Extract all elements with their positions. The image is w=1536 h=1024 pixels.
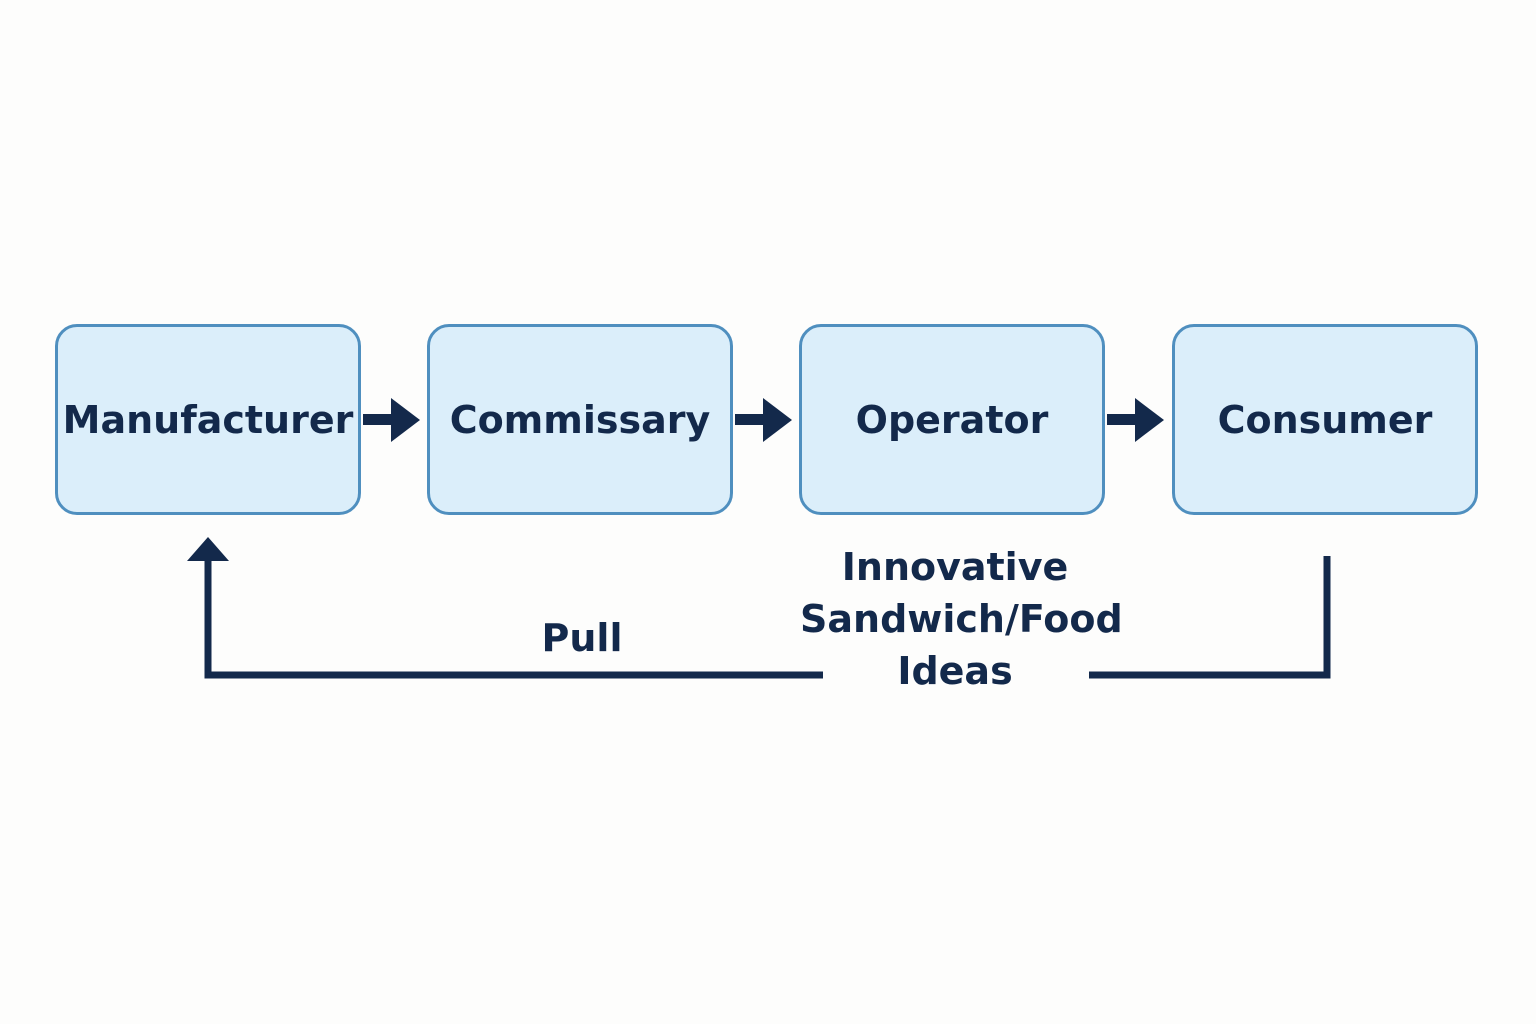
node-manufacturer-label: Manufacturer (62, 397, 354, 442)
node-commissary-label: Commissary (449, 397, 711, 442)
flow-arrow-manufacturer-to-commissary (363, 398, 420, 442)
feedback-note-line-2: Sandwich/Food (800, 597, 1123, 641)
node-operator-label: Operator (855, 397, 1049, 442)
feedback-note-line-1: Innovative (841, 545, 1069, 589)
feedback-label: Pull (541, 616, 623, 660)
flow-arrow-commissary-to-operator (735, 398, 792, 442)
feedback-line-right (1089, 556, 1331, 679)
node-manufacturer: Manufacturer (55, 324, 361, 515)
node-operator: Operator (799, 324, 1105, 515)
flow-arrow-operator-to-consumer (1107, 398, 1164, 442)
feedback-note: Innovative Sandwich/Food Ideas (800, 541, 1123, 697)
node-commissary: Commissary (427, 324, 733, 515)
feedback-line-left (204, 557, 823, 679)
node-consumer: Consumer (1172, 324, 1478, 515)
node-consumer-label: Consumer (1217, 397, 1433, 442)
feedback-note-line-3: Ideas (897, 649, 1013, 693)
feedback-arrowhead (187, 537, 229, 561)
